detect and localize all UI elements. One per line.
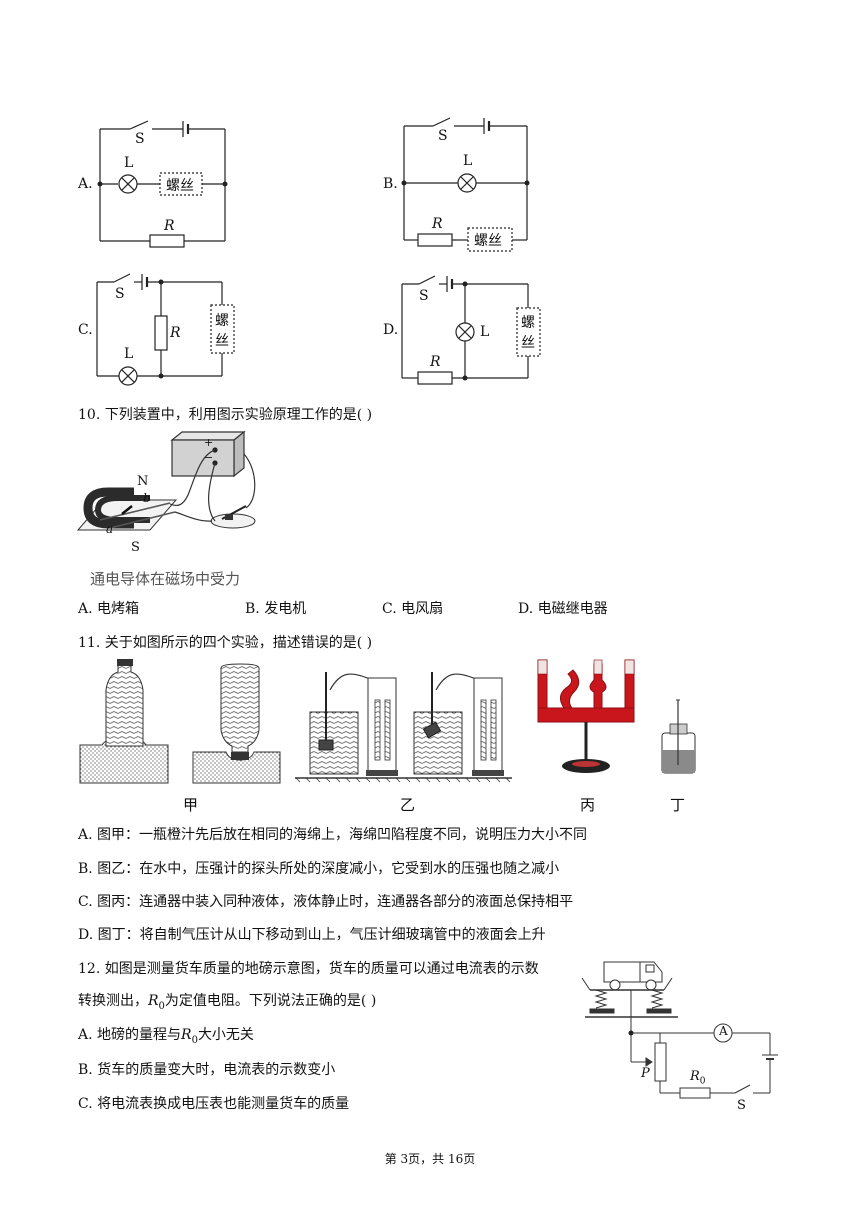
circuit-a-switch-label: S xyxy=(135,131,145,147)
circuit-d-resistor-label: R xyxy=(430,354,441,370)
q10-option-d[interactable]: D. 电磁继电器 xyxy=(518,601,608,617)
q12-option-a[interactable]: A. 地磅的量程与R0大小无关 xyxy=(78,1027,254,1046)
circuit-c-lamp-label: L xyxy=(124,346,134,362)
q11-stem: 11. 关于如图所示的四个实验，描述错误的是( ) xyxy=(78,635,373,651)
option-c-label: C. xyxy=(78,322,93,338)
q11-option-c[interactable]: C. 图丙：连通器中装入同种液体，液体静止时，连通器各部分的液面总保持相平 xyxy=(78,894,574,910)
circuit-a-resistor-label: R xyxy=(164,218,175,234)
q11-figure-label-yi: 乙 xyxy=(400,796,416,814)
q10-south-label: S xyxy=(131,540,140,555)
q10-option-c[interactable]: C. 电风扇 xyxy=(382,601,444,617)
option-d-label: D. xyxy=(383,322,399,338)
circuit-b-screw-label: 螺丝 xyxy=(474,233,502,249)
q11-figure-label-jia: 甲 xyxy=(183,796,199,814)
q10-a-label: a xyxy=(106,522,114,536)
q11-figure-label-bing: 丙 xyxy=(580,796,596,814)
q12-r0-label: R0 xyxy=(690,1069,706,1087)
circuit-b-resistor-label: R xyxy=(432,216,443,232)
circuit-c-switch-label: S xyxy=(115,286,125,302)
q10-minus-label: − xyxy=(204,451,214,464)
circuit-c-resistor-label: R xyxy=(170,325,181,341)
q10-plus-label: + xyxy=(204,436,214,449)
circuit-c-screw-label-top: 螺 xyxy=(215,313,229,329)
q12-ammeter-label: A xyxy=(719,1024,728,1038)
q10-north-label: N xyxy=(137,474,149,489)
q12-stem-line1: 12. 如图是测量货车质量的地磅示意图，货车的质量可以通过电流表的示数 xyxy=(78,961,539,977)
q10-b-label: b xyxy=(143,491,151,505)
q12-option-c[interactable]: C. 将电流表换成电压表也能测量货车的质量 xyxy=(78,1096,350,1112)
circuit-d-screw-label-bottom: 丝 xyxy=(521,335,535,351)
q12-stem-line2: 转换测出，R0为定值电阻。下列说法正确的是( ) xyxy=(78,993,377,1012)
q11-option-a[interactable]: A. 图甲：一瓶橙汁先后放在相同的海绵上，海绵凹陷程度不同，说明压力大小不同 xyxy=(78,827,588,843)
q11-figure-label-ding: 丁 xyxy=(670,796,686,814)
option-b-label: B. xyxy=(383,176,398,192)
q10-option-a[interactable]: A. 电烤箱 xyxy=(78,601,140,617)
circuit-b-lamp-label: L xyxy=(463,153,473,169)
circuit-d-lamp-label: L xyxy=(480,324,490,340)
circuit-d-screw-label-top: 螺 xyxy=(521,315,535,331)
q12-switch-label: S xyxy=(737,1098,746,1113)
page-footer: 第 3页，共 16页 xyxy=(384,1152,476,1166)
q12-option-b[interactable]: B. 货车的质量变大时，电流表的示数变小 xyxy=(78,1062,336,1078)
q10-stem: 10. 下列装置中，利用图示实验原理工作的是( ) xyxy=(78,407,373,423)
q10-option-b[interactable]: B. 发电机 xyxy=(245,601,307,617)
q11-option-d[interactable]: D. 图丁：将自制气压计从山下移动到山上，气压计细玻璃管中的液面会上升 xyxy=(78,927,546,943)
circuit-c-screw-label-bottom: 丝 xyxy=(215,333,229,349)
option-a-label: A. xyxy=(78,176,93,192)
circuit-d-switch-label: S xyxy=(419,288,429,304)
q10-figure-caption: 通电导体在磁场中受力 xyxy=(90,570,241,588)
q11-option-b[interactable]: B. 图乙：在水中，压强计的探头所处的深度减小，它受到水的压强也随之减小 xyxy=(78,861,560,877)
circuit-a-lamp-label: L xyxy=(124,155,134,171)
circuit-b-switch-label: S xyxy=(438,128,448,144)
circuit-a-screw-label: 螺丝 xyxy=(166,178,194,194)
q12-slider-label: P xyxy=(641,1066,650,1081)
